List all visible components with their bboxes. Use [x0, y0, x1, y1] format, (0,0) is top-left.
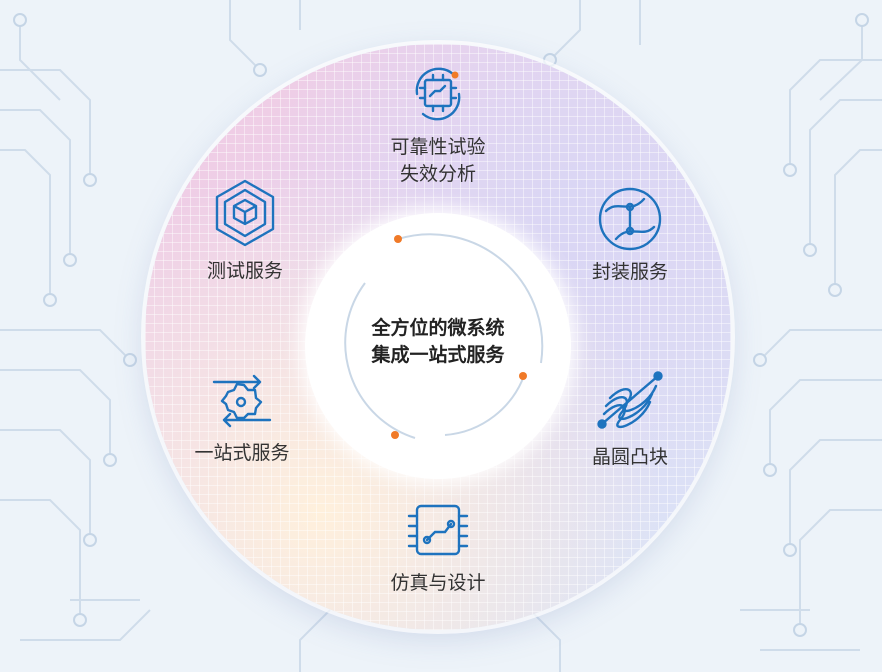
service-reliability[interactable]: 可靠性试验 失效分析 — [358, 62, 518, 188]
service-testing[interactable]: 测试服务 — [175, 178, 315, 285]
wave-lines-icon — [597, 371, 663, 429]
service-bumping-label: 晶圆凸块 — [591, 447, 668, 468]
service-reliability-label-1: 可靠性试验 — [390, 137, 486, 158]
center-hub — [305, 213, 571, 479]
hub-arcs-decoration — [344, 233, 544, 439]
service-packaging-label: 封装服务 — [591, 262, 668, 283]
circuit-globe-icon — [598, 187, 662, 251]
center-title-line1: 全方位的微系统 — [371, 318, 505, 339]
service-onestop[interactable]: 一站式服务 — [172, 368, 312, 467]
circuit-board-icon — [407, 504, 469, 556]
center-title-line2: 集成一站式服务 — [371, 345, 505, 366]
chip-circuit-icon — [415, 67, 461, 121]
service-simulation-label: 仿真与设计 — [390, 573, 486, 594]
service-bumping[interactable]: 晶圆凸块 — [560, 368, 700, 471]
hexagon-cube-icon — [215, 179, 275, 247]
service-simulation[interactable]: 仿真与设计 — [358, 500, 518, 597]
service-packaging[interactable]: 封装服务 — [560, 185, 700, 286]
service-onestop-label: 一站式服务 — [194, 443, 290, 464]
gear-cycle-icon — [212, 374, 272, 428]
center-title: 全方位的微系统 集成一站式服务 — [338, 315, 538, 369]
service-testing-label: 测试服务 — [206, 261, 283, 282]
service-reliability-label-2: 失效分析 — [399, 164, 476, 185]
